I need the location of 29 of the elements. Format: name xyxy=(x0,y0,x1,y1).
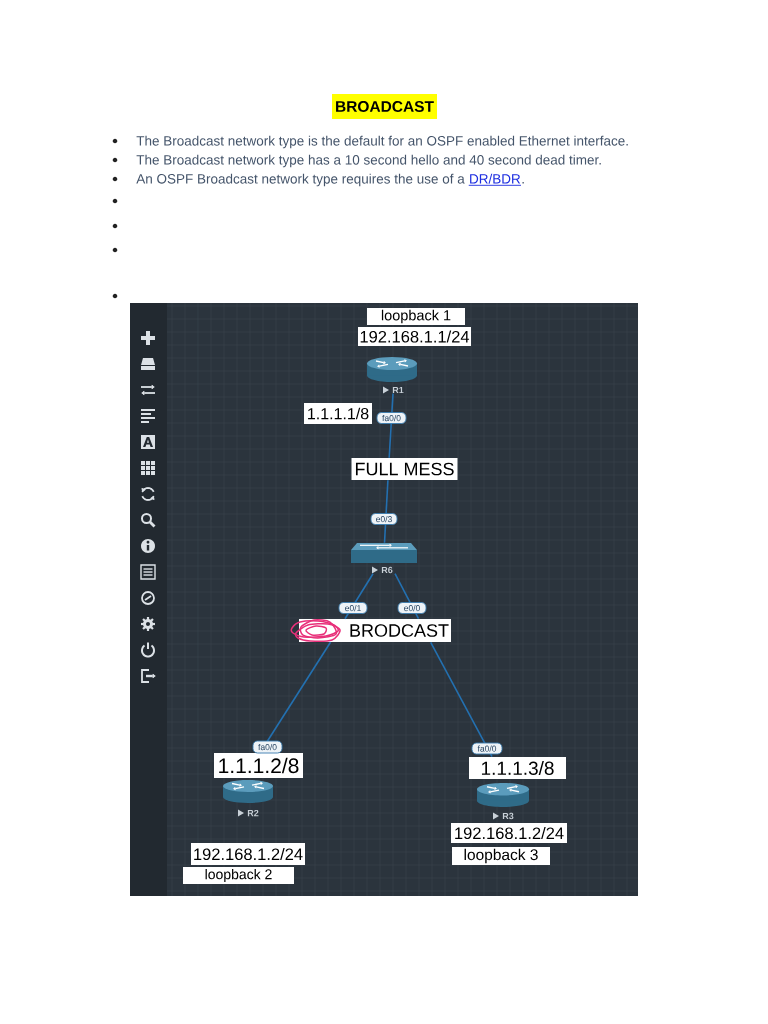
annotation-box: 1.1.1.1/8 xyxy=(304,403,372,424)
interface-tag: e0/1 xyxy=(338,602,368,614)
link: DR/BDR xyxy=(468,173,522,186)
annotation-box: 1.1.1.3/8 xyxy=(469,757,566,779)
node-label: loopback 2 xyxy=(205,868,272,883)
annotation-box: loopback 3 xyxy=(452,847,550,865)
device-label: R6 xyxy=(381,566,393,574)
period: . xyxy=(522,182,524,184)
interface-tag: e0/3 xyxy=(370,513,398,525)
list-item: An OSPF Broadcast network type requires the use of a xyxy=(136,173,465,187)
annotation-box: FULL MESS xyxy=(351,458,458,480)
interface-tag: fa0/0 xyxy=(471,742,503,755)
annotation-box: 192.168.1.2/24 xyxy=(191,843,305,865)
annotation-box: loopback 2 xyxy=(183,867,294,884)
node-label: loopback 1 xyxy=(381,309,451,324)
annotation-box: 1.1.1.2/8 xyxy=(214,753,303,778)
device-label: R1 xyxy=(392,386,404,394)
connection-line xyxy=(429,641,493,758)
device-label: R2 xyxy=(247,809,259,817)
annotation-box: loopback 1 xyxy=(367,308,465,325)
annotation-box: 192.168.1.2/24 xyxy=(451,823,567,843)
list-item: The Broadcast network type has a 10 second hello and 40 second dead timer. xyxy=(136,154,601,168)
title: BROADCAST xyxy=(332,94,437,119)
interface-tag: fa0/0 xyxy=(252,740,283,754)
interface-tag: e0/0 xyxy=(397,602,427,614)
annotation-box: 192.168.1.1/24 xyxy=(358,327,471,346)
interface-tag: fa0/0 xyxy=(376,412,407,424)
device-label: R3 xyxy=(502,812,514,820)
list-item: The Broadcast network type is the default for an OSPF enabled Ethernet interface. xyxy=(136,135,628,149)
